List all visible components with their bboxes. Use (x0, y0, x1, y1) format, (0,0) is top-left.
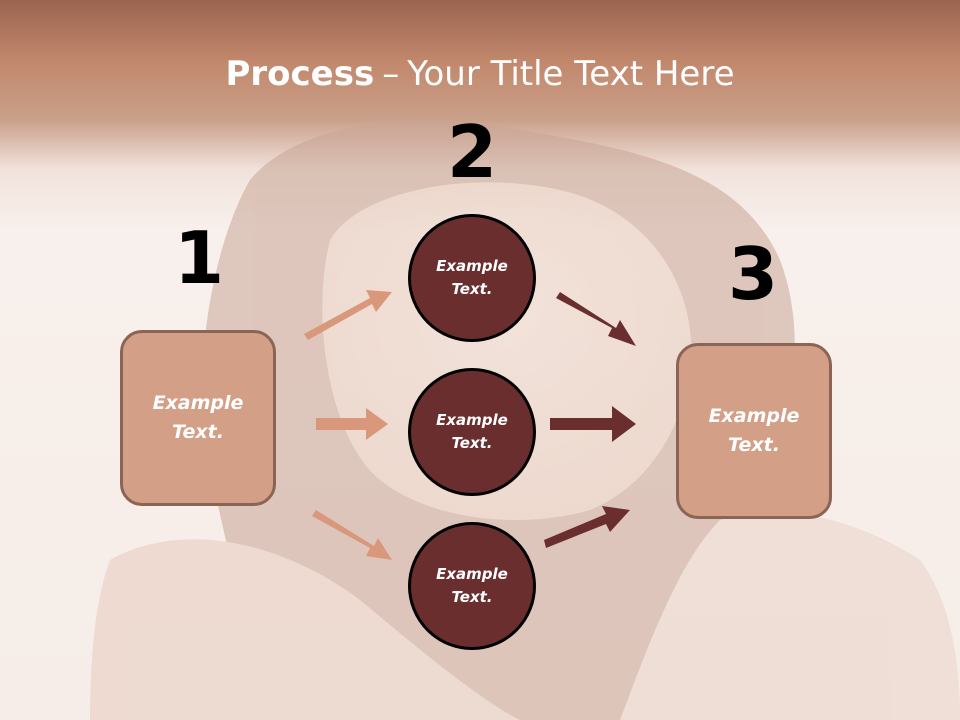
step-number-1: 1 (173, 216, 225, 300)
step-number-2: 2 (446, 110, 498, 194)
step-number-3: 3 (727, 232, 779, 316)
arrow-to-bottom-circle (312, 510, 392, 560)
circle-middle-text: Example Text. (436, 411, 508, 452)
right-process-box: Example Text. (676, 343, 832, 519)
right-box-text: Example Text. (708, 405, 800, 456)
arrow-from-middle-circle (550, 406, 636, 442)
arrow-to-top-circle (304, 290, 392, 340)
left-box-text: Example Text. (152, 392, 244, 443)
process-circle-top: Example Text. (408, 214, 536, 342)
title-bold: Process (225, 54, 375, 94)
arrow-to-middle-circle (316, 408, 388, 440)
process-circle-middle: Example Text. (408, 368, 536, 496)
arrow-from-bottom-circle (544, 506, 630, 548)
title-separator: – (382, 54, 400, 94)
circle-top-text: Example Text. (436, 257, 508, 298)
circle-bottom-text: Example Text. (436, 565, 508, 606)
slide-title: Process–Your Title Text Here (0, 52, 960, 96)
left-process-box: Example Text. (120, 330, 276, 506)
title-rest: Your Title Text Here (407, 54, 735, 94)
arrow-from-top-circle (556, 292, 636, 346)
process-circle-bottom: Example Text. (408, 522, 536, 650)
